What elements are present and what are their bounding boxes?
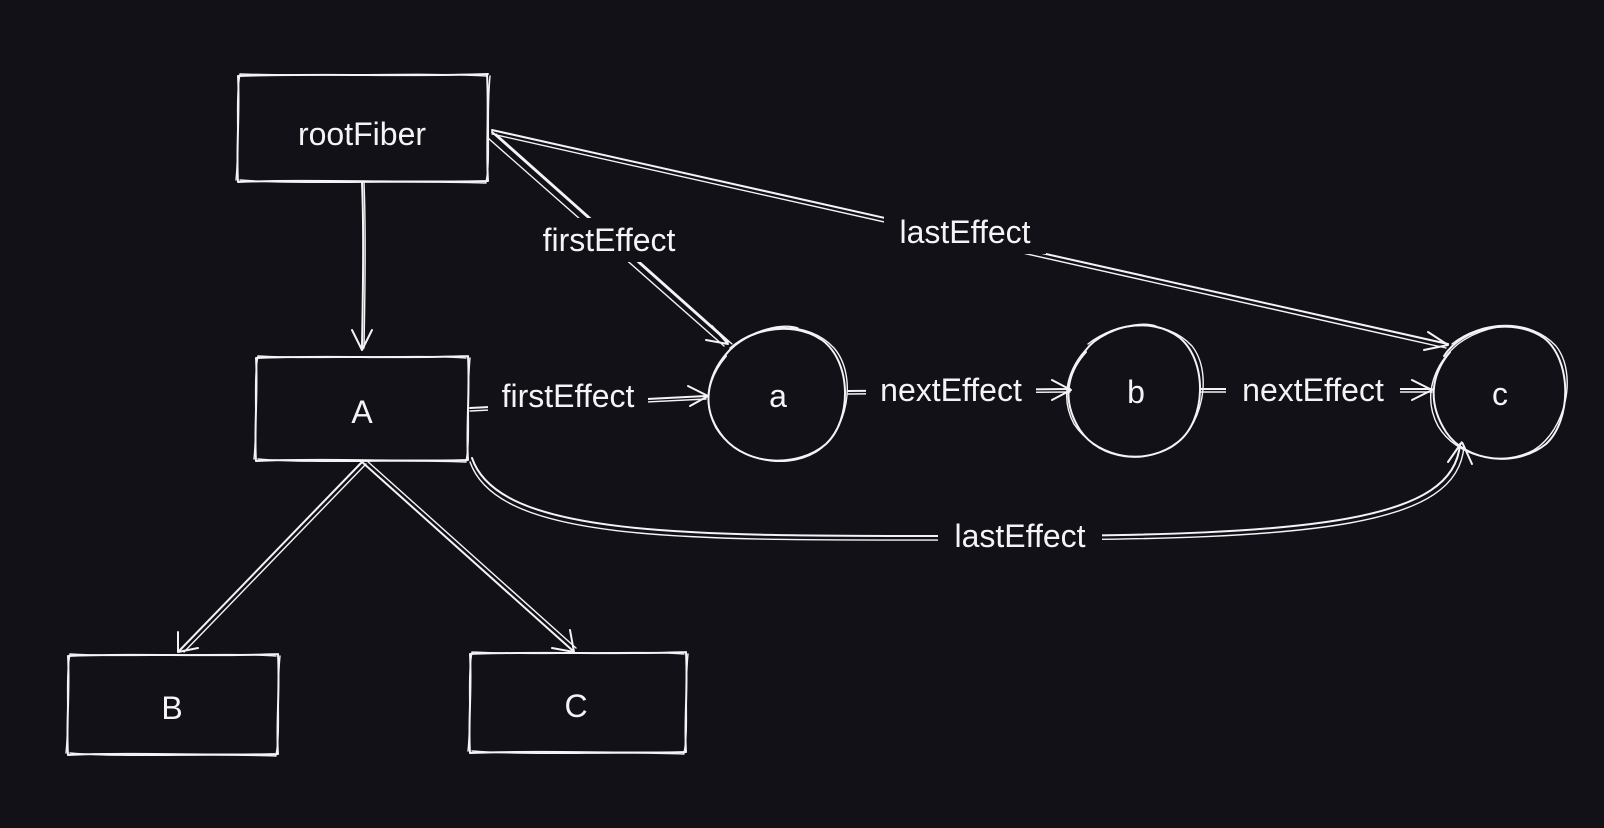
edge-a-to-b: [177, 461, 367, 653]
node-label-rootfiber: rootFiber: [298, 116, 426, 152]
arrowhead-icon: [1051, 379, 1072, 401]
edge-label-a-lasteffect: lastEffect: [954, 518, 1085, 554]
node-b-lower: b: [1066, 323, 1204, 458]
arrowhead-icon: [1411, 379, 1433, 401]
edge-label-root-firsteffect: firstEffect: [543, 222, 676, 258]
edge-label-a-nexteffect: nextEffect: [880, 372, 1022, 408]
node-c-lower: c: [1430, 324, 1568, 460]
node-label-c-lower: c: [1492, 376, 1508, 412]
node-b-upper: B: [65, 653, 281, 757]
edge-label-b-nexteffect: nextEffect: [1242, 372, 1384, 408]
node-c-upper: C: [467, 651, 689, 755]
arrowhead-icon: [705, 325, 729, 345]
node-label-a-upper: A: [351, 394, 373, 430]
node-a-upper: A: [253, 355, 471, 463]
edge-label-root-lasteffect: lastEffect: [899, 214, 1030, 250]
node-rootfiber: rootFiber: [235, 73, 491, 184]
node-label-c-upper: C: [564, 688, 587, 724]
edge-label-a-firsteffect: firstEffect: [502, 378, 635, 414]
arrowhead-icon: [351, 329, 373, 351]
arrowhead-icon: [177, 631, 199, 653]
node-label-a-lower: a: [769, 378, 787, 414]
node-label-b-lower: b: [1127, 374, 1145, 410]
edge-rootfiber-to-a: [351, 181, 373, 351]
edge-a-to-c: [361, 459, 577, 653]
node-label-b-upper: B: [161, 690, 182, 726]
node-a-lower: a: [707, 325, 848, 463]
arrowhead-icon: [1423, 331, 1449, 351]
arrowhead-icon: [1447, 441, 1473, 465]
